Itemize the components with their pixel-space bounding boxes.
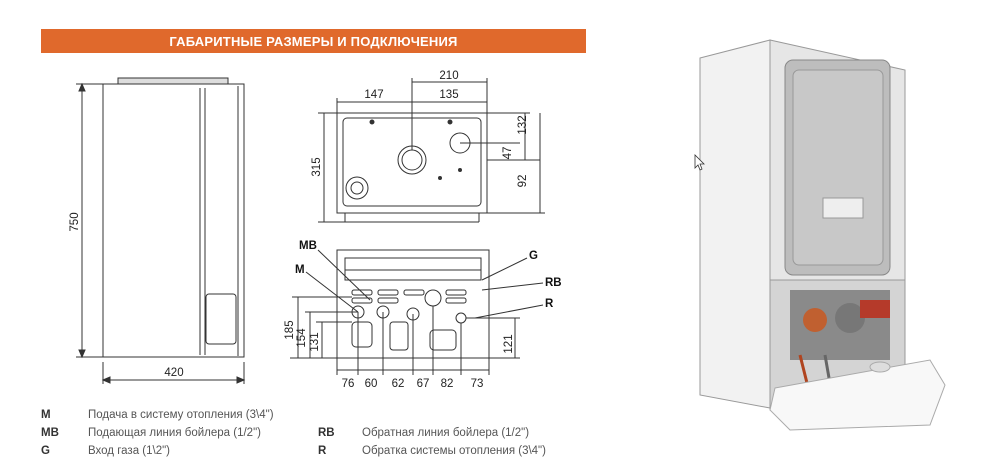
- dim-47: 47: [502, 147, 514, 160]
- callout-rb: RB: [545, 277, 562, 289]
- callout-mb: MB: [299, 240, 317, 252]
- section-banner: ГАБАРИТНЫЕ РАЗМЕРЫ И ПОДКЛЮЧЕНИЯ: [41, 29, 586, 53]
- dim-121: 121: [503, 334, 515, 353]
- callout-g: G: [529, 250, 538, 262]
- side-view-display: [205, 293, 237, 345]
- gas-connection: [424, 289, 442, 307]
- dim-132: 132: [517, 115, 529, 134]
- dim-185: 185: [284, 320, 296, 339]
- dim-82: 82: [441, 378, 454, 390]
- dim-73: 73: [471, 378, 484, 390]
- air-inlet-2: [345, 176, 369, 200]
- banner-title: ГАБАРИТНЫЕ РАЗМЕРЫ И ПОДКЛЮЧЕНИЯ: [169, 33, 458, 49]
- dim-147: 147: [364, 89, 383, 101]
- dim-62: 62: [392, 378, 405, 390]
- dim-131: 131: [309, 332, 321, 351]
- bottom-view: [290, 249, 544, 375]
- boiler-photo: [694, 39, 946, 431]
- dim-135: 135: [439, 89, 458, 101]
- side-view: [76, 77, 246, 384]
- top-view: [318, 78, 545, 223]
- dim-76: 76: [342, 378, 355, 390]
- dim-60: 60: [365, 378, 378, 390]
- dim-67: 67: [417, 378, 430, 390]
- dim-92: 92: [517, 175, 529, 188]
- callout-m: M: [295, 264, 305, 276]
- dim-154: 154: [296, 328, 308, 348]
- dim-750: 750: [69, 212, 81, 231]
- dim-420: 420: [164, 367, 183, 379]
- side-view-top-fitting: [117, 77, 229, 85]
- callout-r: R: [545, 298, 554, 310]
- dim-315: 315: [311, 157, 323, 176]
- dim-210: 210: [439, 70, 458, 82]
- side-view-body: [102, 83, 245, 358]
